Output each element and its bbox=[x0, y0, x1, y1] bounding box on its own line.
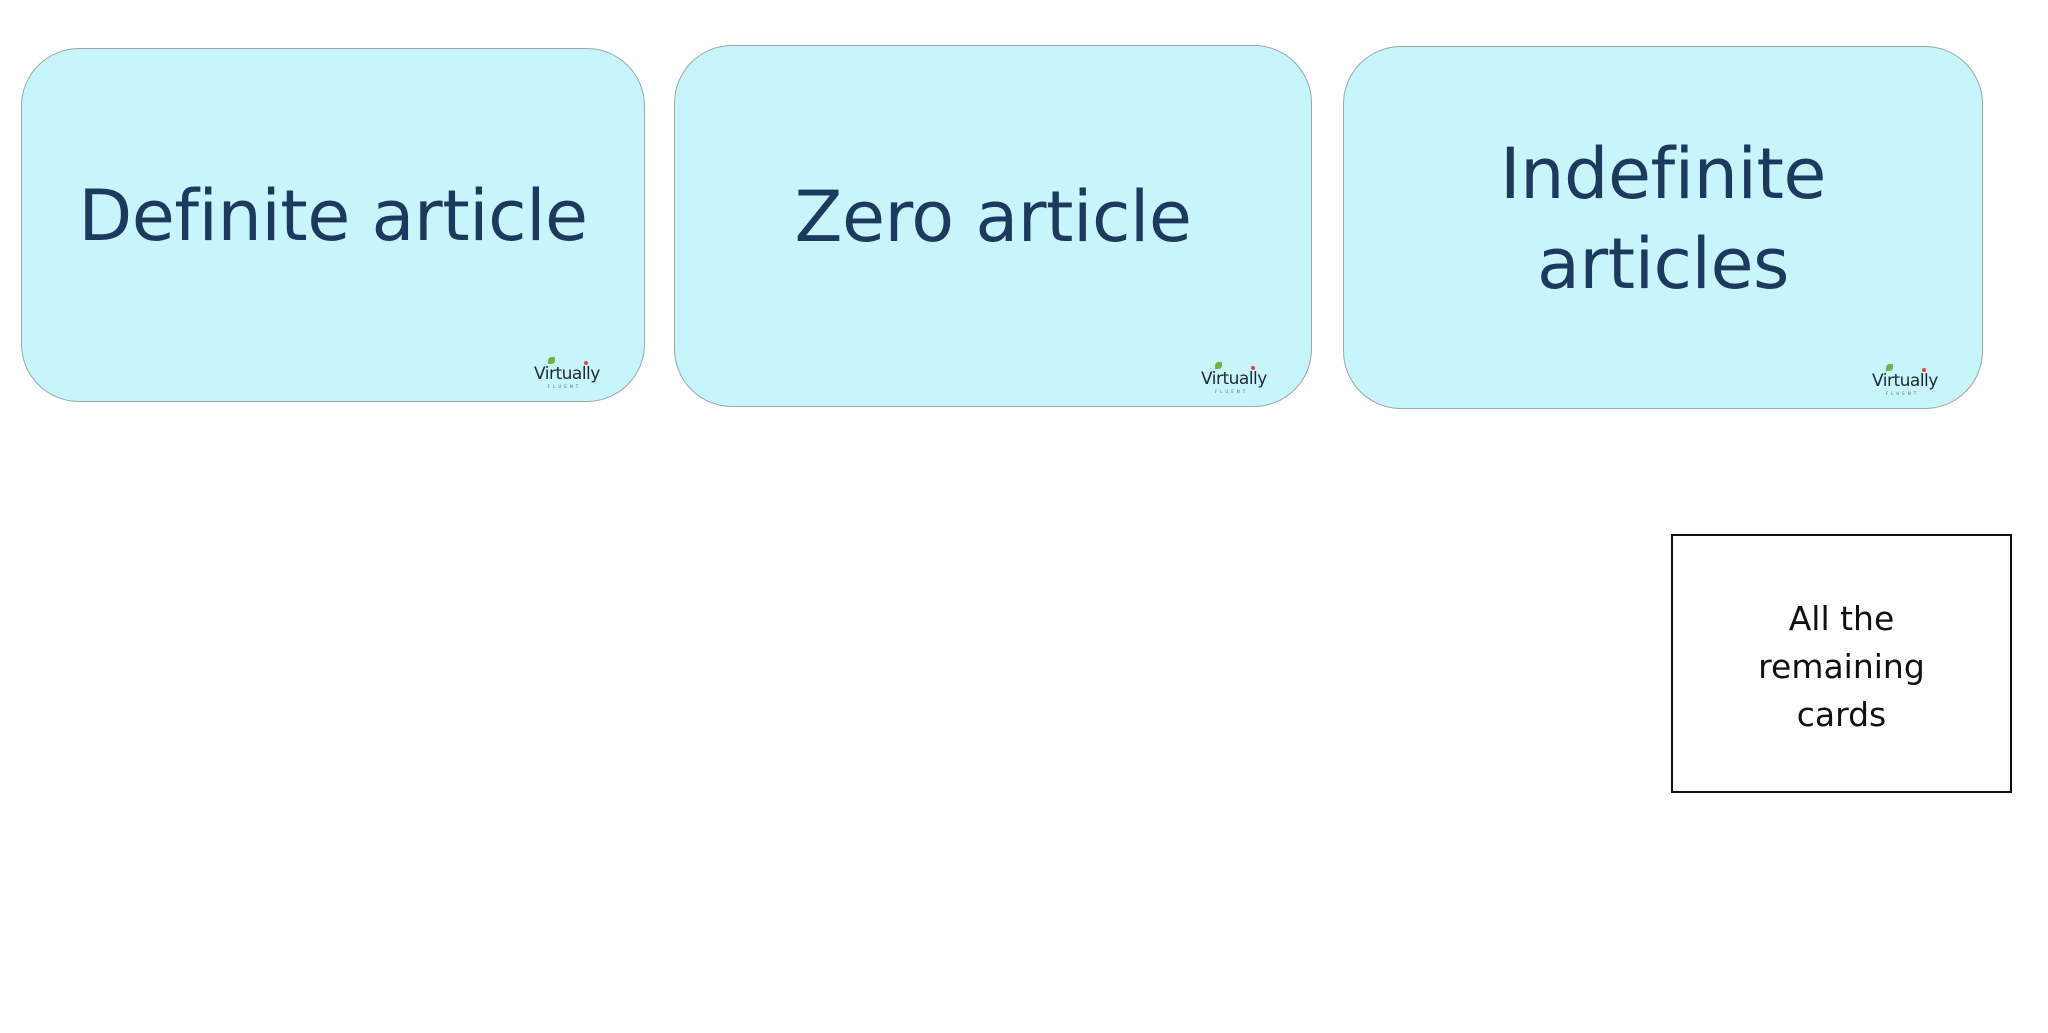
card-zero-article[interactable]: Zero article Virtually FLUENT bbox=[674, 45, 1312, 407]
virtually-fluent-logo: Virtually FLUENT bbox=[534, 357, 606, 391]
logo-text: Virtually bbox=[1872, 371, 1938, 391]
leaf-icon bbox=[1886, 364, 1893, 371]
dot-icon bbox=[1922, 368, 1926, 372]
logo-subtext: FLUENT bbox=[1215, 389, 1249, 394]
logo-subtext: FLUENT bbox=[548, 384, 582, 389]
remaining-cards-box[interactable]: All the remaining cards bbox=[1671, 534, 2012, 793]
card-indefinite-articles[interactable]: Indefinite articles Virtually FLUENT bbox=[1343, 46, 1983, 409]
logo-text: Virtually bbox=[1201, 369, 1267, 389]
virtually-fluent-logo: Virtually FLUENT bbox=[1201, 362, 1273, 396]
leaf-icon bbox=[548, 357, 555, 364]
card-label: Definite article bbox=[78, 175, 588, 257]
card-definite-article[interactable]: Definite article Virtually FLUENT bbox=[21, 48, 645, 402]
remaining-cards-label: All the remaining cards bbox=[1758, 598, 1925, 734]
virtually-fluent-logo: Virtually FLUENT bbox=[1872, 364, 1944, 398]
card-label: Indefinite articles bbox=[1500, 132, 1826, 305]
logo-text: Virtually bbox=[534, 364, 600, 384]
dot-icon bbox=[1251, 366, 1255, 370]
card-label: Zero article bbox=[794, 176, 1192, 258]
logo-subtext: FLUENT bbox=[1886, 391, 1920, 396]
leaf-icon bbox=[1215, 362, 1222, 369]
dot-icon bbox=[584, 361, 588, 365]
